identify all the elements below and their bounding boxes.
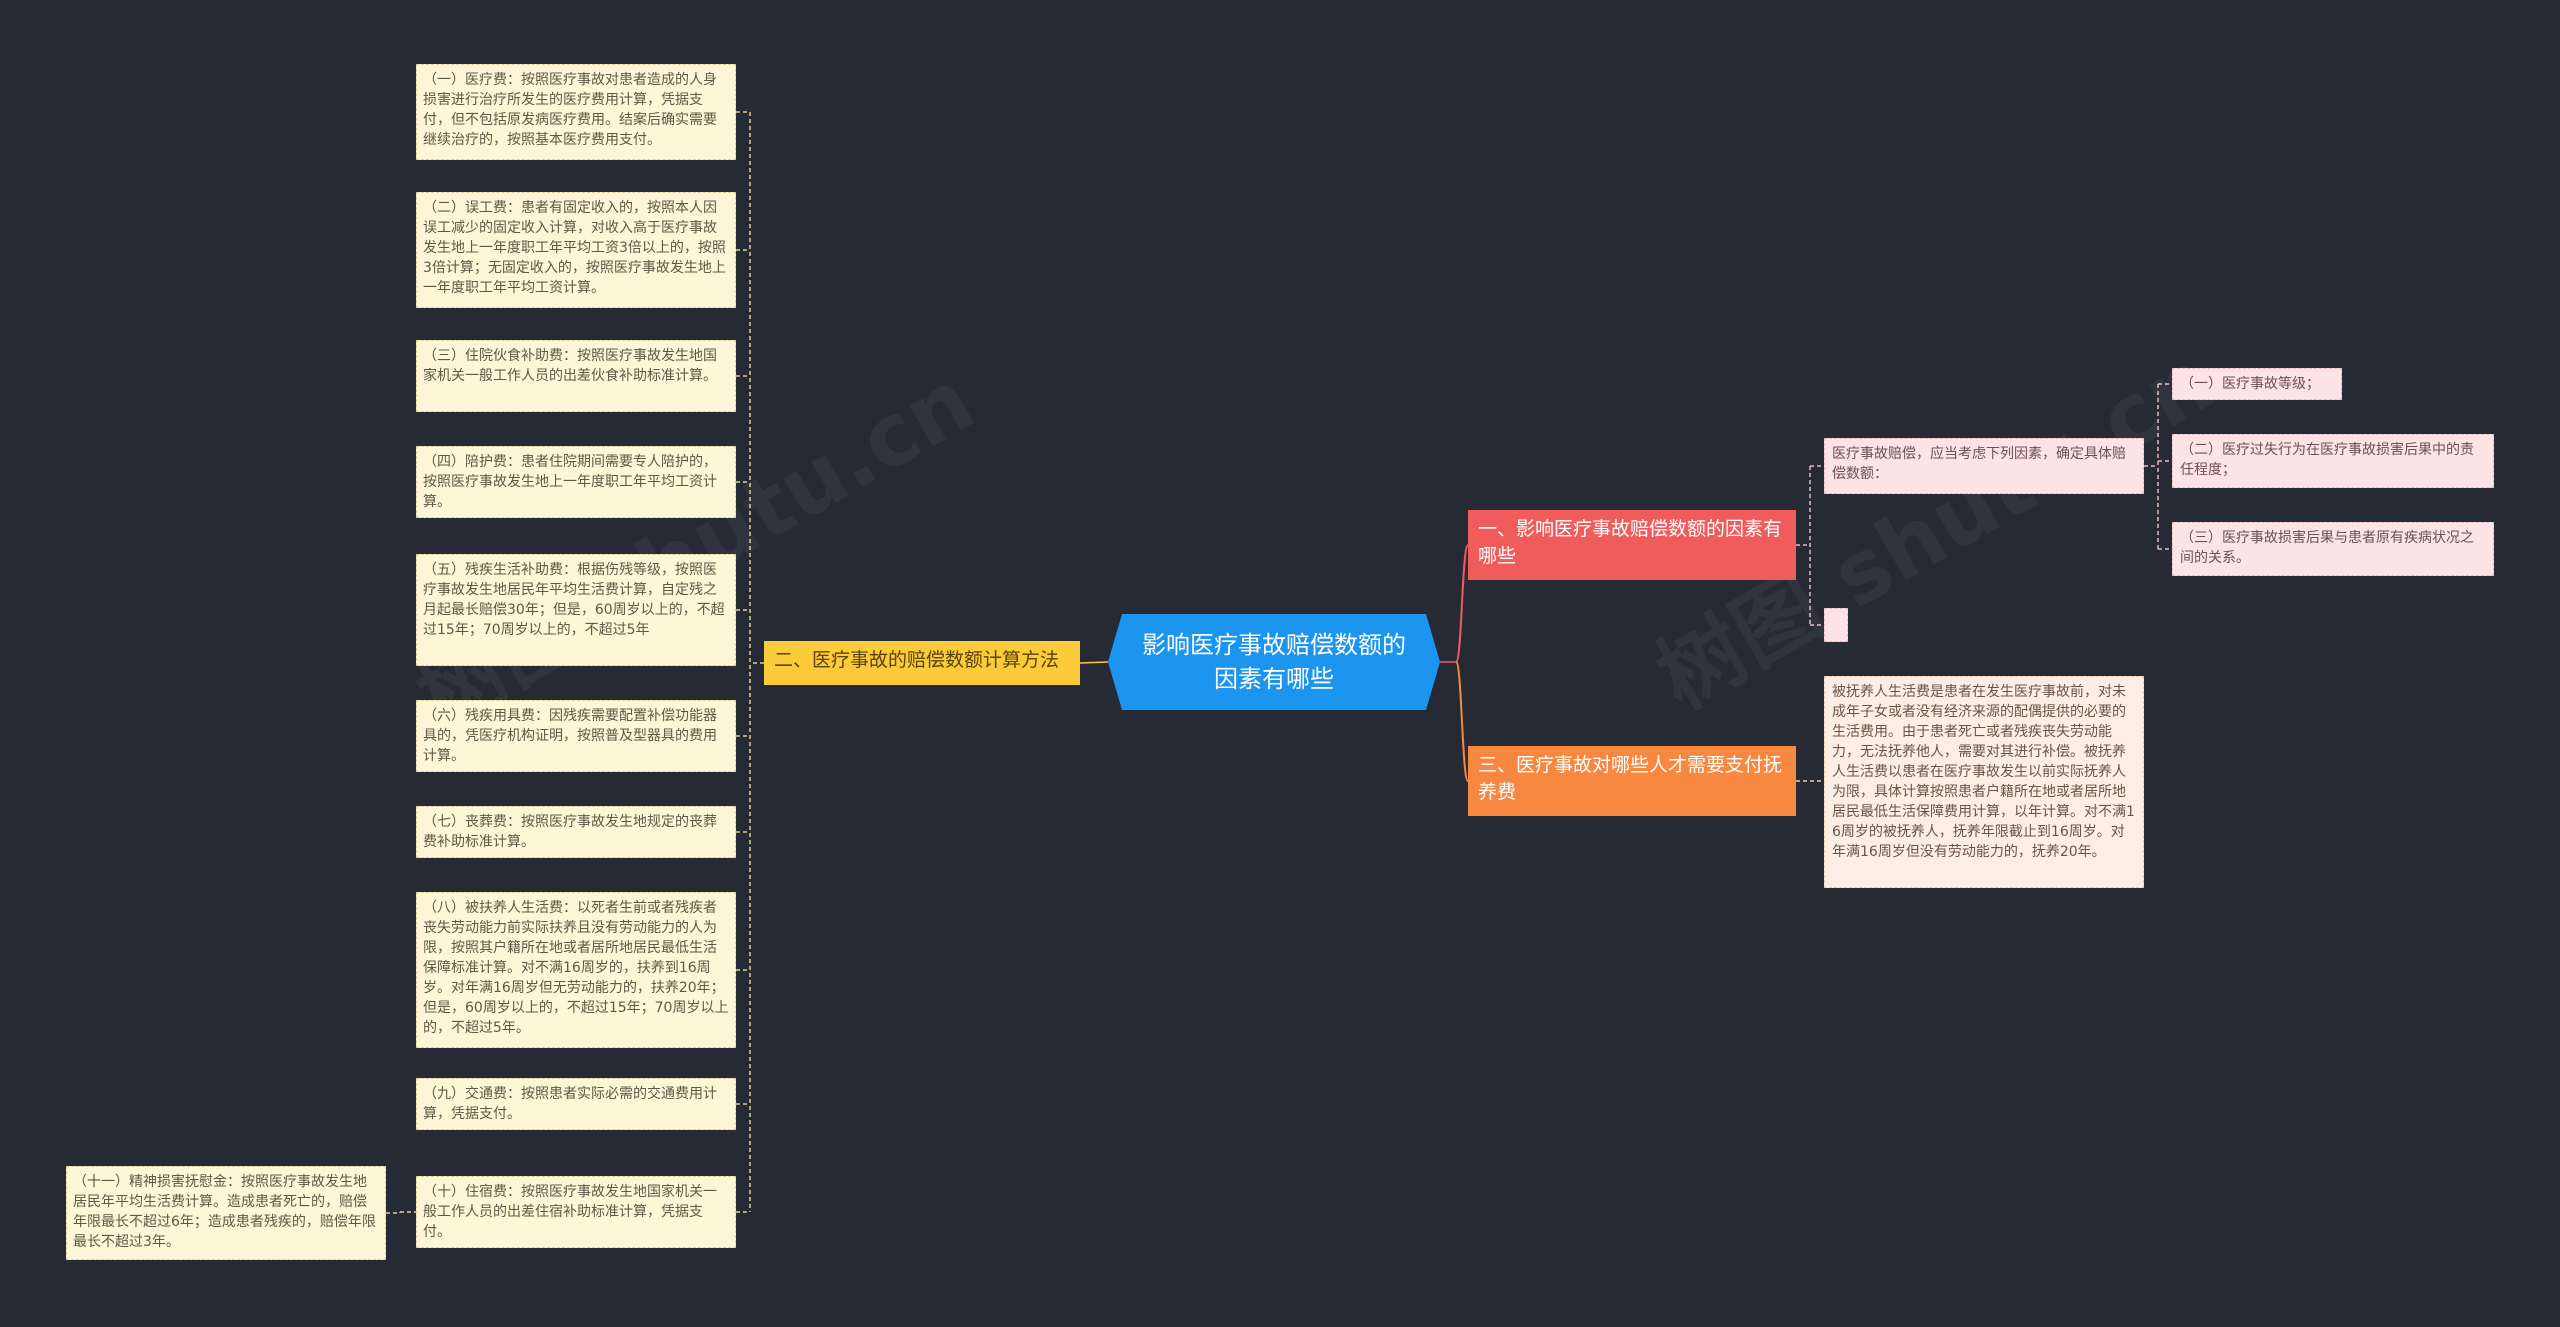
leaf-accommodation-fee[interactable]: （十）住宿费：按照医疗事故发生地国家机关一般工作人员的出差住宿补助标准计算，凭据… xyxy=(416,1176,736,1248)
leaf-factor-responsibility-degree[interactable]: （二）医疗过失行为在医疗事故损害后果中的责任程度； xyxy=(2172,434,2494,488)
connector-center-right1 xyxy=(1455,544,1469,663)
leaf-funeral-fee-text: （七）丧葬费：按照医疗事故发生地规定的丧葬费补助标准计算。 xyxy=(423,814,717,850)
leaf-mental-damage-compensation[interactable]: （十一）精神损害抚慰金：按照医疗事故发生地居民年平均生活费计算。造成患者死亡的，… xyxy=(66,1166,386,1260)
leaf-dependent-expense-explanation-text: 被抚养人生活费是患者在发生医疗事故前，对未成年子女或者没有经济来源的配偶提供的必… xyxy=(1832,684,2135,860)
leaf-disability-allowance[interactable]: （五）残疾生活补助费：根据伤残等级，按照医疗事故发生地居民年平均生活费计算，自定… xyxy=(416,554,736,666)
leaf-factors-intro-text: 医疗事故赔偿，应当考虑下列因素，确定具体赔偿数额： xyxy=(1832,446,2126,482)
leaf-medical-fee[interactable]: （一）医疗费：按照医疗事故对患者造成的人身损害进行治疗所发生的医疗费用计算，凭据… xyxy=(416,64,736,160)
leaf-lost-wages-text: （二）误工费：患者有固定收入的，按照本人因误工减少的固定收入计算，对收入高于医疗… xyxy=(423,200,726,296)
leaf-factor-accident-grade-text: （一）医疗事故等级； xyxy=(2180,376,2320,392)
branch-calculation-method[interactable]: 二、医疗事故的赔偿数额计算方法 xyxy=(764,641,1080,685)
leaf-factor-preexisting-condition-text: （三）医疗事故损害后果与患者原有疾病状况之间的关系。 xyxy=(2180,530,2474,566)
leaf-dependent-living-expense[interactable]: （八）被扶养人生活费：以死者生前或者残疾者丧失劳动能力前实际扶养且没有劳动能力的… xyxy=(416,892,736,1048)
leaf-factor-preexisting-condition[interactable]: （三）医疗事故损害后果与患者原有疾病状况之间的关系。 xyxy=(2172,522,2494,576)
leaf-nursing-fee[interactable]: （四）陪护费：患者住院期间需要专人陪护的，按照医疗事故发生地上一年度职工年平均工… xyxy=(416,446,736,518)
branch-support-expense-recipients-label: 三、医疗事故对哪些人才需要支付抚养费 xyxy=(1478,754,1783,803)
leaf-disability-equipment-text: （六）残疾用具费：因残疾需要配置补偿功能器具的，凭医疗机构证明，按照普及型器具的… xyxy=(423,708,717,764)
leaf-transportation-fee[interactable]: （九）交通费：按照患者实际必需的交通费用计算，凭据支付。 xyxy=(416,1078,736,1130)
leaf-disability-allowance-text: （五）残疾生活补助费：根据伤残等级，按照医疗事故发生地居民年平均生活费计算，自定… xyxy=(423,562,725,638)
connector-center-left xyxy=(1079,661,1109,664)
leaf-mental-damage-compensation-text: （十一）精神损害抚慰金：按照医疗事故发生地居民年平均生活费计算。造成患者死亡的，… xyxy=(73,1174,376,1250)
leaf-disability-equipment[interactable]: （六）残疾用具费：因残疾需要配置补偿功能器具的，凭医疗机构证明，按照普及型器具的… xyxy=(416,700,736,772)
leaf-medical-fee-text: （一）医疗费：按照医疗事故对患者造成的人身损害进行治疗所发生的医疗费用计算，凭据… xyxy=(423,72,717,148)
leaf-lost-wages[interactable]: （二）误工费：患者有固定收入的，按照本人因误工减少的固定收入计算，对收入高于医疗… xyxy=(416,192,736,308)
branch-support-expense-recipients[interactable]: 三、医疗事故对哪些人才需要支付抚养费 xyxy=(1468,746,1796,816)
leaf-nursing-fee-text: （四）陪护费：患者住院期间需要专人陪护的，按照医疗事故发生地上一年度职工年平均工… xyxy=(423,454,717,510)
leaf-dependent-living-expense-text: （八）被扶养人生活费：以死者生前或者残疾者丧失劳动能力前实际扶养且没有劳动能力的… xyxy=(423,900,729,1036)
branch-influencing-factors-label: 一、影响医疗事故赔偿数额的因素有哪些 xyxy=(1478,518,1783,567)
leaf-transportation-fee-text: （九）交通费：按照患者实际必需的交通费用计算，凭据支付。 xyxy=(423,1086,717,1122)
leaf-accommodation-fee-text: （十）住宿费：按照医疗事故发生地国家机关一般工作人员的出差住宿补助标准计算，凭据… xyxy=(423,1184,717,1240)
leaf-factor-accident-grade[interactable]: （一）医疗事故等级； xyxy=(2172,368,2342,400)
central-topic[interactable]: 影响医疗事故赔偿数额的因素有哪些 xyxy=(1108,614,1440,710)
leaf-funeral-fee[interactable]: （七）丧葬费：按照医疗事故发生地规定的丧葬费补助标准计算。 xyxy=(416,806,736,858)
leaf-factor-responsibility-degree-text: （二）医疗过失行为在医疗事故损害后果中的责任程度； xyxy=(2180,442,2474,478)
leaf-factors-intro[interactable]: 医疗事故赔偿，应当考虑下列因素，确定具体赔偿数额： xyxy=(1824,438,2144,494)
branch-influencing-factors[interactable]: 一、影响医疗事故赔偿数额的因素有哪些 xyxy=(1468,510,1796,580)
leaf-meal-subsidy[interactable]: （三）住院伙食补助费：按照医疗事故发生地国家机关一般工作人员的出差伙食补助标准计… xyxy=(416,340,736,412)
leaf-meal-subsidy-text: （三）住院伙食补助费：按照医疗事故发生地国家机关一般工作人员的出差伙食补助标准计… xyxy=(423,348,717,384)
central-topic-label: 影响医疗事故赔偿数额的因素有哪些 xyxy=(1142,631,1406,693)
branch-calculation-method-label: 二、医疗事故的赔偿数额计算方法 xyxy=(774,649,1060,671)
connector-center-right3 xyxy=(1455,661,1469,782)
leaf-dependent-expense-explanation[interactable]: 被抚养人生活费是患者在发生医疗事故前，对未成年子女或者没有经济来源的配偶提供的必… xyxy=(1824,676,2144,888)
leaf-empty-node[interactable] xyxy=(1824,608,1848,642)
